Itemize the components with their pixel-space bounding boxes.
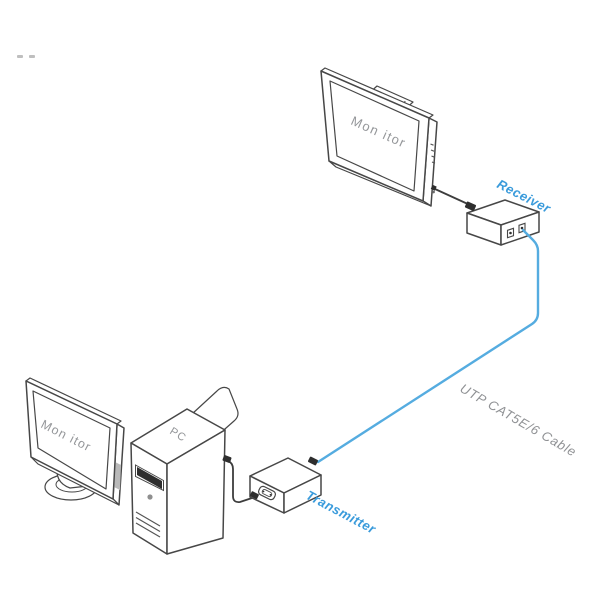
transmitter-label: Transmitter [304, 487, 379, 536]
transmitter-utp-connector [307, 456, 319, 466]
receiver-cable-connector [464, 201, 477, 211]
transmitter-vga-connector [249, 491, 259, 500]
monitor-bottom [25, 377, 125, 506]
cable-connectors [222, 184, 477, 500]
speck [17, 55, 23, 58]
receiver-port [506, 227, 515, 239]
vga-pin [262, 490, 265, 493]
transmitter-side-face [283, 474, 322, 514]
monitor-cable-connector [430, 184, 437, 191]
vga-pin [269, 493, 272, 496]
monitor-top-buttons [430, 143, 436, 164]
utp-cable-label: UTP CAT5E/6 Cable [458, 381, 580, 460]
pc-dvd-bezel [135, 464, 164, 492]
pc-power-button [147, 494, 153, 500]
pc-side-face [166, 429, 226, 555]
monitor-top [320, 67, 438, 207]
speck [29, 55, 35, 58]
receiver-box [466, 199, 540, 246]
monitor-bottom-screen [32, 390, 111, 490]
pc-cable-connector [222, 455, 232, 463]
monitor-top-port [432, 190, 435, 194]
receiver-utp-port-pin [520, 226, 524, 230]
monitor-receiver-cable [434, 188, 471, 206]
monitor-top-screen [329, 80, 420, 192]
pc-vents [135, 511, 161, 538]
pc-dvd-slot [137, 467, 162, 489]
pc-tower [130, 408, 226, 555]
receiver-port-pin [509, 231, 512, 235]
utp-cable [316, 228, 540, 464]
transmitter-vga-port [257, 485, 277, 501]
transmitter-box [249, 457, 322, 514]
